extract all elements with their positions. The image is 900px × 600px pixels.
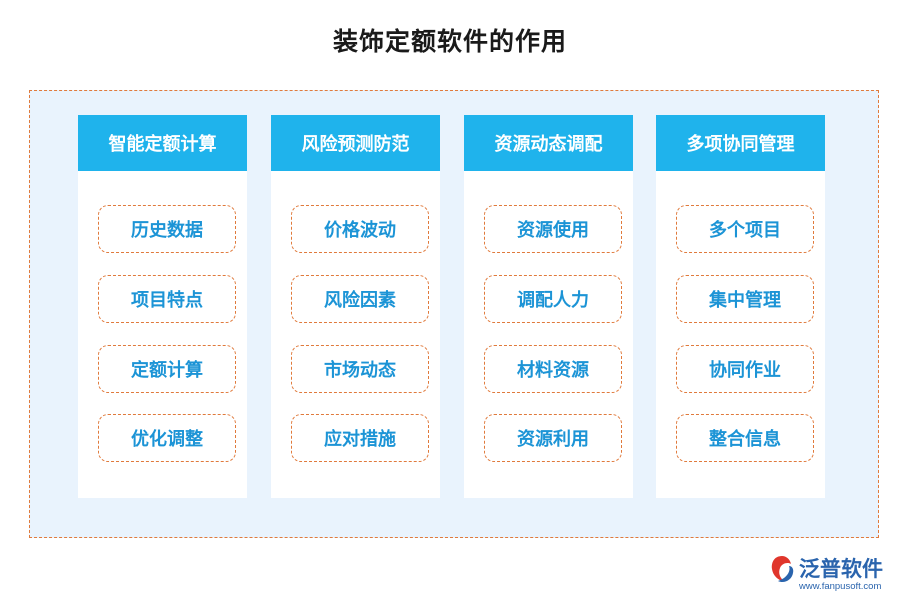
item-box: 资源利用 [484,414,622,462]
item-box: 价格波动 [291,205,429,253]
item-box: 风险因素 [291,275,429,323]
column-header: 风险预测防范 [271,115,440,171]
item-box: 材料资源 [484,345,622,393]
item-box: 多个项目 [676,205,814,253]
item-box: 市场动态 [291,345,429,393]
item-box: 应对措施 [291,414,429,462]
item-box: 协同作业 [676,345,814,393]
column-multi-project: 多项协同管理 多个项目 集中管理 协同作业 整合信息 [656,115,825,498]
item-box: 集中管理 [676,275,814,323]
item-box: 定额计算 [98,345,236,393]
column-risk-prevention: 风险预测防范 价格波动 风险因素 市场动态 应对措施 [271,115,440,498]
item-box: 项目特点 [98,275,236,323]
logo-url: www.fanpusoft.com [799,581,882,592]
item-box: 历史数据 [98,205,236,253]
item-box: 优化调整 [98,414,236,462]
column-header: 智能定额计算 [78,115,247,171]
logo-icon [771,556,794,583]
column-resource-allocation: 资源动态调配 资源使用 调配人力 材料资源 资源利用 [464,115,633,498]
brand-logo: 泛普软件 www.fanpusoft.com [769,552,894,596]
page-title: 装饰定额软件的作用 [332,27,567,56]
logo-name: 泛普软件 [799,557,883,581]
item-box: 调配人力 [484,275,622,323]
column-header: 资源动态调配 [464,115,633,171]
column-header: 多项协同管理 [656,115,825,171]
item-box: 资源使用 [484,205,622,253]
item-box: 整合信息 [676,414,814,462]
column-smart-quota: 智能定额计算 历史数据 项目特点 定额计算 优化调整 [78,115,247,498]
